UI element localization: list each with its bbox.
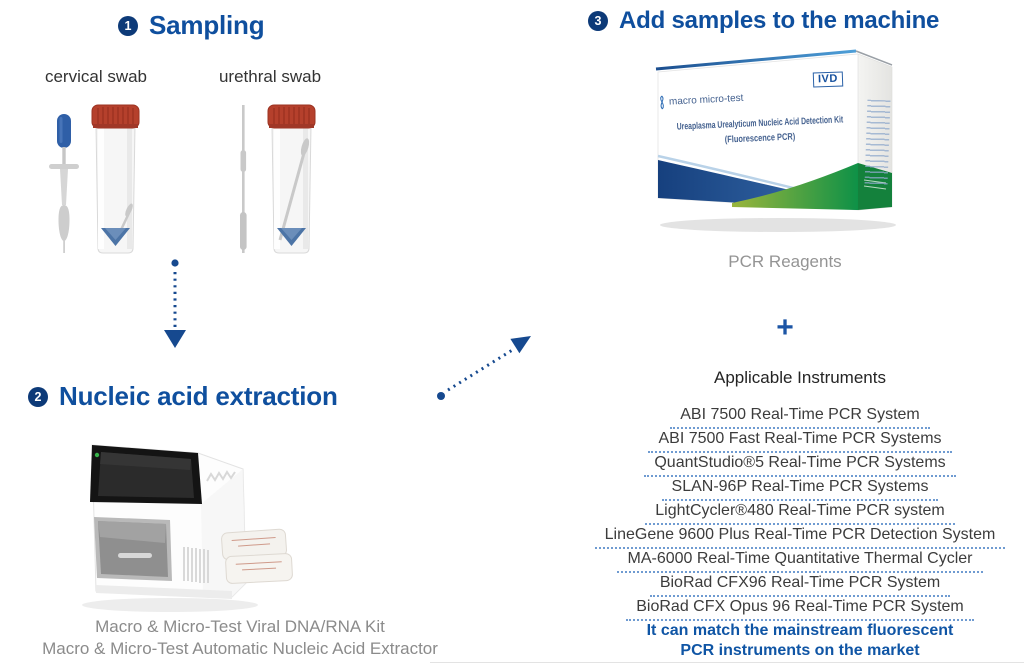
instrument-row: QuantStudio®5 Real-Time PCR Systems bbox=[580, 454, 1020, 477]
cervical-swab-icon bbox=[49, 114, 79, 253]
step3-title-text: Add samples to the machine bbox=[619, 7, 940, 34]
machine-power-led bbox=[94, 452, 100, 458]
step1-title-text: Sampling bbox=[149, 10, 265, 40]
pcr-kit-box-illustration bbox=[655, 49, 896, 232]
instrument-row: BioRad CFX Opus 96 Real-Time PCR System bbox=[580, 598, 1020, 621]
kit-ivd-badge: IVD bbox=[812, 71, 844, 88]
step1-number-badge: 1 bbox=[118, 15, 138, 36]
step3-number-badge: 3 bbox=[588, 11, 608, 31]
nucleic-acid-extractor-illustration bbox=[82, 444, 293, 612]
applicable-instruments-heading: Applicable Instruments bbox=[714, 368, 886, 387]
kit-box-side-text-lines bbox=[864, 99, 891, 186]
urethral-swab-icon bbox=[240, 105, 247, 253]
footer-note-line1: It can match the mainstream fluorescent bbox=[646, 622, 954, 639]
down-arrow bbox=[164, 259, 186, 348]
swab-tubes-illustration bbox=[49, 104, 316, 254]
instrument-row: ABI 7500 Real-Time PCR System bbox=[580, 406, 1020, 429]
instrument-row: LightCycler®480 Real-Time PCR system bbox=[580, 502, 1020, 525]
reagent-pouches bbox=[221, 528, 293, 584]
machine-window bbox=[94, 517, 172, 581]
step3-title: 3 Add samples to the machine bbox=[588, 7, 939, 35]
step2-number-badge: 2 bbox=[28, 386, 48, 407]
instrument-row: BioRad CFX96 Real-Time PCR System bbox=[580, 574, 1020, 597]
extractor-caption-line2: Macro & Micro-Test Automatic Nucleic Aci… bbox=[42, 639, 438, 658]
step2-title-text: Nucleic acid extraction bbox=[59, 381, 338, 411]
sample-tube-2-icon bbox=[267, 104, 316, 254]
step1-title: 1 Sampling bbox=[118, 10, 265, 41]
footer-note-line2: PCR instruments on the market bbox=[680, 642, 920, 659]
pcr-reagents-caption: PCR Reagents bbox=[728, 252, 842, 271]
step2-title: 2 Nucleic acid extraction bbox=[28, 381, 338, 412]
diagonal-arrow bbox=[437, 336, 531, 400]
instrument-row: ABI 7500 Fast Real-Time PCR Systems bbox=[580, 430, 1020, 453]
extractor-caption-line1: Macro & Micro-Test Viral DNA/RNA Kit bbox=[95, 617, 385, 636]
instruments-list: ABI 7500 Real-Time PCR System ABI 7500 F… bbox=[580, 406, 1020, 622]
sample-tube-1-icon bbox=[91, 104, 140, 254]
instrument-row: LineGene 9600 Plus Real-Time PCR Detecti… bbox=[580, 526, 1020, 549]
machine-vents bbox=[183, 547, 209, 583]
instrument-row: SLAN-96P Real-Time PCR Systems bbox=[580, 478, 1020, 501]
machine-side-logo bbox=[206, 470, 236, 482]
plus-sign: + bbox=[776, 311, 794, 344]
instrument-row: MA-6000 Real-Time Quantitative Thermal C… bbox=[580, 550, 1020, 573]
kit-brand-logo: macro micro-test bbox=[657, 91, 744, 111]
dna-helix-icon bbox=[660, 95, 664, 110]
tube2-inner-swab bbox=[278, 138, 310, 241]
urethral-swab-label: urethral swab bbox=[218, 67, 322, 86]
cervical-swab-label: cervical swab bbox=[44, 67, 148, 86]
